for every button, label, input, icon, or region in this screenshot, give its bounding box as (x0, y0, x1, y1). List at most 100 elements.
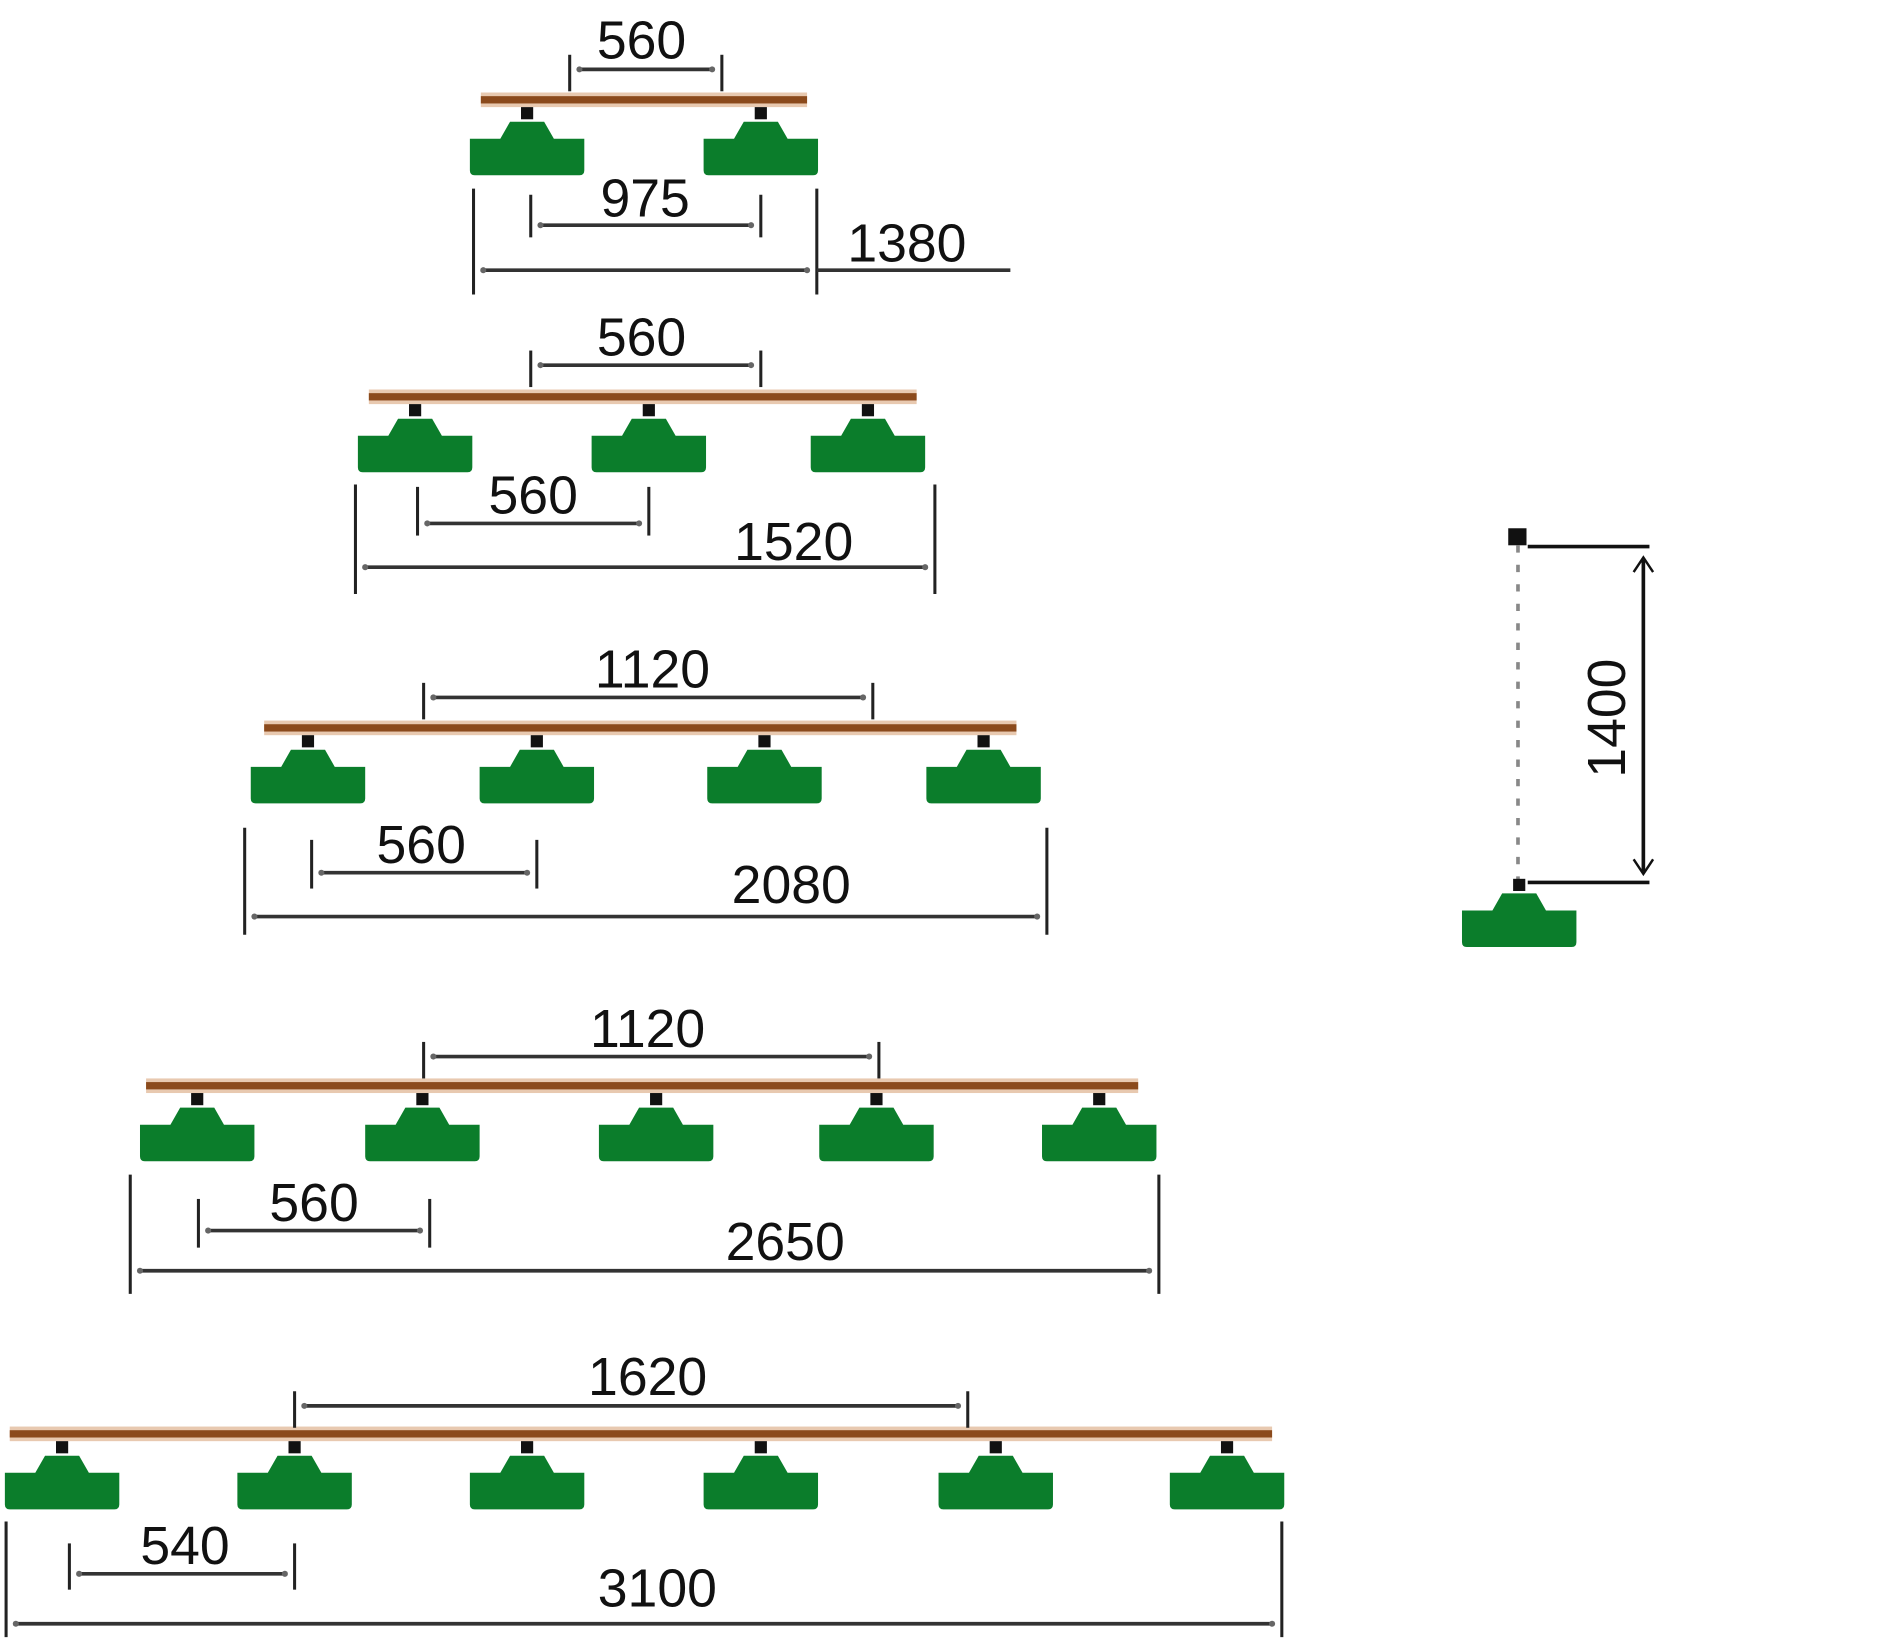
overall-dimension-label: 2080 (732, 856, 851, 915)
mounting-bar (9, 1430, 1273, 1438)
configuration-5-lamps: 1120 560 2650 (128, 1000, 1161, 1294)
top-dimension-arrow-right-icon (860, 694, 867, 701)
overall-dimension-arrow-left-icon (480, 267, 487, 274)
inner-dimension-label: 975 (600, 170, 689, 229)
lamp-shade-icon (591, 418, 707, 473)
top-dimension-arrow-left-icon (537, 362, 544, 369)
inner-dimension-arrow-right-icon (524, 869, 531, 876)
mounting-bar (368, 393, 917, 401)
lamp-shade-icon (703, 121, 819, 176)
top-dimension-label: 560 (597, 308, 686, 367)
lamp-stem (861, 404, 875, 417)
overall-dimension-label: 1520 (734, 513, 853, 572)
overall-dimension-arrow-right-icon (1269, 1620, 1276, 1627)
top-dimension-label: 1120 (590, 1000, 705, 1059)
lamp-shade-icon (819, 1107, 934, 1162)
overall-dimension-label: 3100 (598, 1560, 717, 1619)
suspension-detail: 1400 (1461, 528, 1655, 947)
inner-dimension-arrow-right-icon (748, 222, 755, 229)
top-dimension-arrow-left-icon (576, 66, 583, 73)
lamp-shade-icon (250, 749, 366, 804)
lamp-shade-icon (469, 1455, 585, 1510)
inner-dimension-arrow-left-icon (205, 1227, 212, 1234)
top-dimension-label: 1120 (595, 641, 710, 700)
lamp-shade-icon (1461, 893, 1577, 947)
overall-dimension-label: 1380 (847, 215, 966, 274)
lamp-stem (191, 1093, 204, 1106)
arrow-up-icon (1632, 555, 1655, 573)
inner-dimension-label: 540 (140, 1517, 229, 1576)
lamp-stem (530, 735, 543, 748)
overall-dimension-arrow-right-icon (1146, 1267, 1153, 1274)
lamp-stem (55, 1441, 69, 1454)
inner-dimension-arrow-right-icon (416, 1227, 424, 1234)
top-dimension-arrow-right-icon (709, 66, 716, 73)
configuration-4-lamps: 1120 560 2080 (243, 641, 1049, 935)
overall-dimension-arrow-left-icon (251, 913, 258, 920)
lamp-shade-icon (237, 1455, 352, 1510)
lamp-shade-icon (139, 1107, 255, 1162)
overall-dimension-arrow-left-icon (362, 564, 369, 571)
lamp-shade-icon (4, 1455, 120, 1510)
top-dimension-arrow-right-icon (748, 362, 755, 369)
lamp-stem (650, 1093, 663, 1106)
lamp-stem (1513, 878, 1526, 891)
lamp-shade-icon (1169, 1455, 1285, 1510)
lamp-stem (758, 735, 771, 748)
lamp-shade-icon (1042, 1107, 1157, 1162)
lamp-stem (301, 735, 315, 748)
lamp-shade-icon (469, 121, 585, 176)
mounting-bar (480, 96, 808, 104)
lamp-stem (409, 404, 422, 417)
lamp-stem (1093, 1093, 1106, 1106)
overall-dimension-arrow-left-icon (12, 1620, 19, 1627)
ceiling-mount-icon (1508, 528, 1527, 546)
overall-dimension-label: 2650 (726, 1213, 845, 1272)
lamp-shade-icon (479, 749, 595, 804)
arrow-down-icon (1632, 858, 1655, 877)
overall-dimension-arrow-left-icon (136, 1267, 144, 1274)
overall-dimension-arrow-right-icon (1034, 913, 1041, 920)
mounting-bar (264, 724, 1017, 732)
overall-dimension-arrow-right-icon (804, 267, 811, 274)
top-dimension-arrow-left-icon (430, 1053, 437, 1060)
inner-dimension-label: 560 (489, 467, 578, 526)
lamp-shade-icon (810, 418, 926, 473)
lamp-shade-icon (707, 749, 822, 804)
inner-dimension-arrow-left-icon (424, 520, 431, 527)
inner-dimension-arrow-right-icon (636, 520, 643, 527)
lamp-stem (288, 1441, 301, 1454)
overall-dimension-arrow-right-icon (922, 564, 929, 571)
lamp-stem (642, 404, 655, 417)
lamp-shade-icon (365, 1107, 480, 1162)
lamp-stem (989, 1441, 1002, 1454)
top-dimension-label: 1620 (588, 1348, 707, 1407)
top-dimension-arrow-right-icon (954, 1402, 962, 1409)
mounting-bar (146, 1082, 1139, 1090)
lamp-stem (1220, 1441, 1234, 1454)
lamp-stem (521, 1441, 534, 1454)
inner-dimension-arrow-right-icon (281, 1570, 288, 1577)
top-dimension-arrow-left-icon (430, 694, 437, 701)
top-dimension-arrow-right-icon (866, 1053, 873, 1060)
lamp-shade-icon (598, 1107, 714, 1162)
height-label: 1400 (1578, 659, 1637, 778)
lamp-shade-icon (938, 1455, 1053, 1510)
inner-dimension-arrow-left-icon (318, 869, 325, 876)
inner-dimension-label: 560 (377, 816, 466, 875)
lamp-shade-icon (357, 418, 473, 473)
lamp-stem (977, 735, 990, 748)
lamp-stem (521, 107, 534, 120)
top-dimension-arrow-left-icon (301, 1402, 308, 1409)
lamp-stem (754, 1441, 767, 1454)
lamp-shade-icon (926, 749, 1041, 804)
inner-dimension-arrow-left-icon (76, 1570, 83, 1577)
inner-dimension-label: 560 (269, 1174, 358, 1233)
lamp-stem (870, 1093, 883, 1106)
configuration-3-lamps: 560 560 1520 (353, 308, 937, 594)
inner-dimension-arrow-left-icon (537, 222, 544, 229)
lamp-stem (754, 107, 767, 120)
lamp-stem (416, 1093, 429, 1106)
